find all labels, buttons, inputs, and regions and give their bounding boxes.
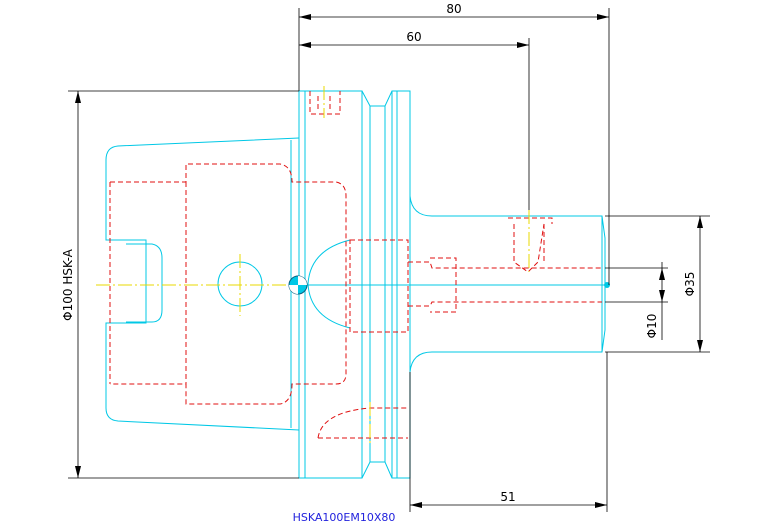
- v-groove-top: [361, 90, 393, 107]
- inner-cavity-hidden-2: [109, 182, 187, 384]
- set-screw-hidden: [508, 217, 553, 273]
- shank-outline: [409, 195, 606, 373]
- flange-slot-hidden: [309, 91, 341, 115]
- hidden-features: [109, 91, 602, 439]
- bore-step-hidden: [430, 257, 457, 313]
- tool-tip-marker: [604, 282, 610, 288]
- dim-60-text: 60: [406, 30, 421, 44]
- dimension-lines: [68, 8, 710, 512]
- dim-51-text: 51: [500, 490, 515, 504]
- part-number-caption: HSKA100EM10X80: [293, 511, 396, 523]
- hsk-inner-slot: [126, 243, 163, 323]
- hsk-taper-outline: [105, 137, 300, 431]
- lower-pocket-hidden: [317, 407, 408, 439]
- coolant-arc: [307, 239, 351, 329]
- dim-100-text: Φ100 HSK-A: [61, 248, 75, 320]
- inner-cavity-hidden: [110, 163, 347, 405]
- bore-hidden: [408, 261, 602, 307]
- dim-80-text: 80: [446, 2, 461, 16]
- dim-10-text: Φ10: [645, 314, 659, 339]
- reference-markers: [288, 275, 610, 295]
- center-bore-hidden: [349, 239, 409, 333]
- dim-35-text: Φ35: [683, 272, 697, 297]
- centerlines: [96, 86, 530, 444]
- gauge-point-quadrant: [289, 276, 307, 294]
- v-groove-bottom: [361, 461, 393, 479]
